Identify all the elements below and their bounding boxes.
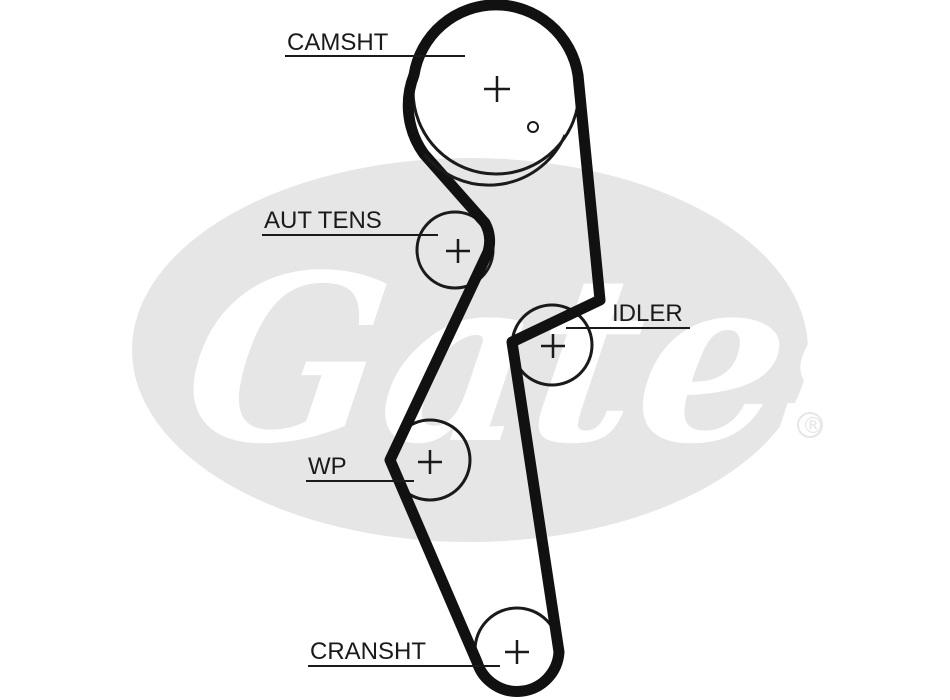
label-camshaft: CAMSHT — [285, 29, 465, 57]
label-tensioner: AUT TENS — [262, 207, 438, 236]
camshaft-center-icon — [484, 76, 510, 102]
label-crankshaft-text: CRANSHT — [310, 638, 426, 665]
water-pump-center-icon — [418, 450, 442, 474]
idler-center-icon — [541, 334, 565, 358]
center-marks — [418, 76, 565, 664]
tensioner-center-icon — [446, 239, 470, 263]
registered-mark-circle — [797, 412, 823, 438]
camshaft-timing-mark — [527, 121, 539, 133]
watermark-brand-text: Gates — [170, 224, 936, 495]
registered-mark: ® — [802, 414, 824, 439]
label-camshaft-text: CAMSHT — [287, 29, 389, 56]
watermark-ellipse — [132, 158, 808, 542]
label-crankshaft: CRANSHT — [308, 638, 500, 667]
label-idler: IDLER — [566, 300, 690, 329]
crankshaft-center-icon — [505, 640, 529, 664]
timing-belt — [384, 0, 606, 697]
label-tensioner-text: AUT TENS — [264, 207, 382, 234]
gates-watermark: Gates ® — [132, 158, 936, 542]
label-water-pump: WP — [306, 453, 414, 482]
label-water-pump-text: WP — [308, 453, 347, 480]
label-idler-text: IDLER — [612, 300, 683, 327]
camshaft-belt-wrap — [422, 134, 567, 187]
